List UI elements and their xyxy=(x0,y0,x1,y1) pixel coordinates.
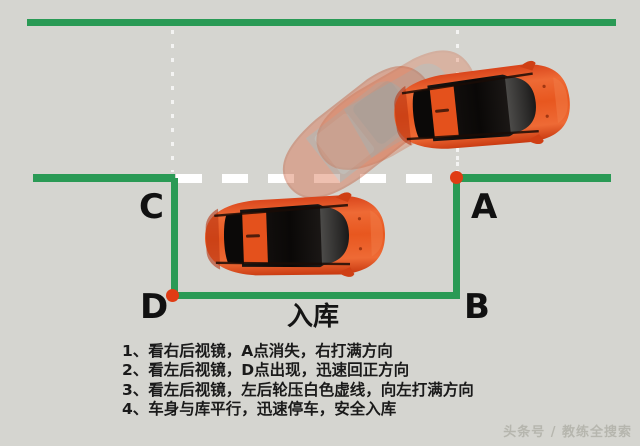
guide-dotted-line-right-lower xyxy=(456,148,459,176)
instruction-step: 2、看左后视镜，D点出现，迅速回正方向 xyxy=(122,361,410,380)
watermark-text: 头条号 / 教练全搜索 xyxy=(503,425,632,440)
parking-entry-dashed-line xyxy=(176,174,458,183)
bay-caption: 入库 xyxy=(287,302,340,332)
point-label-b: B xyxy=(464,287,490,327)
point-label-c: C xyxy=(139,187,164,227)
node-dot-a xyxy=(450,171,463,184)
bay-bottom-wall xyxy=(171,292,460,299)
car-start-position xyxy=(382,53,582,163)
instruction-step: 3、看左后视镜，左后轮压白色虚线，向左打满方向 xyxy=(122,380,474,399)
mid-line-left-segment xyxy=(33,174,175,182)
bay-right-wall xyxy=(453,178,460,295)
bay-left-wall xyxy=(171,178,178,299)
car-parked-position xyxy=(195,187,394,286)
point-label-a: A xyxy=(471,187,498,227)
point-label-d: D xyxy=(140,287,169,327)
instruction-step: 1、看右后视镜，A点消失，右打满方向 xyxy=(122,342,393,360)
instruction-list: 1、看右后视镜，A点消失，右打满方向 2、看左后视镜，D点出现，迅速回正方向 3… xyxy=(122,342,552,420)
instruction-step: 4、车身与库平行，迅速停车，安全入库 xyxy=(122,400,397,419)
node-dot-d xyxy=(166,289,179,302)
top-boundary-line xyxy=(27,19,616,26)
mid-line-right-segment xyxy=(458,174,611,182)
guide-dotted-line-left xyxy=(171,30,174,172)
